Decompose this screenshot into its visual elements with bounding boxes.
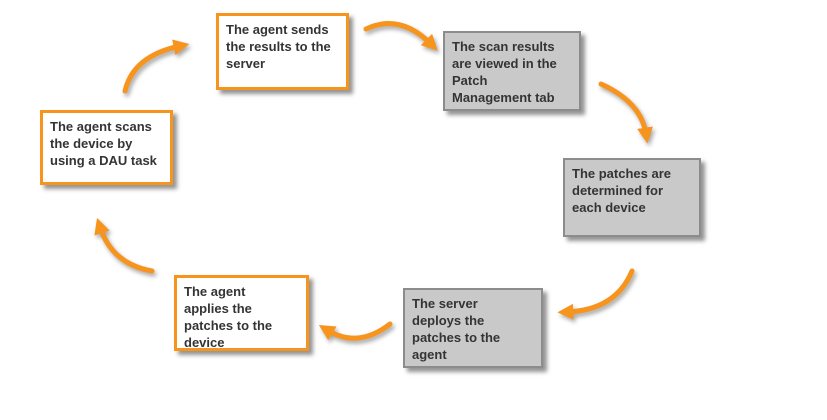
- step-box-patches-determined: The patches are determined for each devi…: [563, 158, 701, 237]
- step-box-agent-applies: The agent applies the patches to the dev…: [174, 275, 309, 351]
- step-box-agent-scans: The agent scans the device by using a DA…: [40, 110, 173, 185]
- arrow-applies-to-scans-icon: [94, 217, 155, 274]
- step-box-agent-sends: The agent sends the results to the serve…: [216, 13, 349, 90]
- arrow-sends-to-scanresults-icon: [363, 21, 438, 51]
- arrow-deploys-to-applies-icon: [318, 321, 393, 341]
- arrow-patches-to-deploys-icon: [557, 268, 635, 320]
- step-box-server-deploys: The server deploys the patches to the ag…: [403, 288, 543, 368]
- arrow-scans-to-sends-icon: [122, 39, 190, 94]
- step-box-scan-results-viewed: The scan results are viewed in the Patch…: [443, 31, 581, 111]
- arrow-scanresults-to-patches-icon: [598, 81, 653, 144]
